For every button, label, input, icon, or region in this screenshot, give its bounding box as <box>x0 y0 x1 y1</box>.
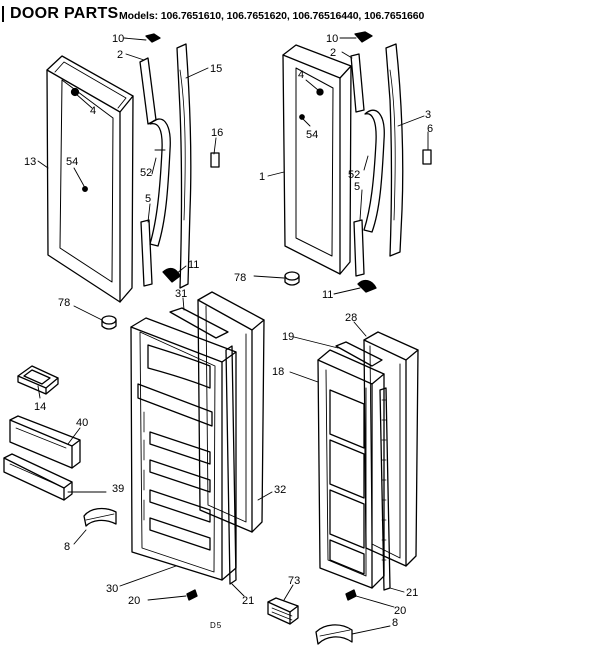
callout-78-left: 78 <box>58 297 70 309</box>
callout-1: 1 <box>259 171 265 183</box>
callout-20-right: 20 <box>394 605 406 617</box>
fresh-food-door-gasket <box>363 331 419 567</box>
callout-30: 30 <box>106 583 118 595</box>
ice-dispenser-cover <box>17 365 59 395</box>
freezer-door-trim-lower <box>140 219 153 287</box>
callout-19: 19 <box>282 331 294 343</box>
callout-11-right: 11 <box>322 289 333 301</box>
callout-16: 16 <box>211 127 223 139</box>
callout-4-right: 4 <box>298 69 304 81</box>
fresh-food-door-handle-trim-long <box>385 43 404 257</box>
callout-13: 13 <box>24 156 36 168</box>
callout-40: 40 <box>76 417 88 429</box>
callout-11-left: 11 <box>188 259 199 271</box>
callout-39: 39 <box>112 483 124 495</box>
callout-78-right: 78 <box>234 272 246 284</box>
freezer-door-handle-trim-long <box>176 43 192 289</box>
fresh-food-door-outer-panel <box>282 44 352 275</box>
callout-labels: 10 2 15 4 13 54 16 52 5 11 78 10 2 4 54 … <box>24 33 433 629</box>
fresh-food-door-liner <box>317 349 385 589</box>
callout-10-right: 10 <box>326 33 338 45</box>
freezer-door-handle <box>149 118 171 247</box>
hinge-cap-left <box>186 589 198 601</box>
freezer-door-clip <box>210 152 220 168</box>
callout-5-right: 5 <box>354 181 360 193</box>
callout-15: 15 <box>210 63 222 75</box>
fresh-food-door-clip <box>422 149 432 165</box>
freezer-door-hinge-bottom <box>162 267 181 283</box>
callout-2-left: 2 <box>117 49 123 61</box>
callout-14: 14 <box>34 401 46 413</box>
callout-4-left: 4 <box>90 105 96 117</box>
freezer-door-stop-left <box>101 315 117 325</box>
diagram-code: D5 <box>210 621 223 630</box>
dispenser-front-panel <box>9 415 81 469</box>
callout-54-left: 54 <box>66 156 78 168</box>
fresh-food-hinge-cap <box>345 589 357 601</box>
fresh-food-handle-cap <box>267 597 299 625</box>
callout-5-left: 5 <box>145 193 151 205</box>
callout-18: 18 <box>272 366 284 378</box>
diagram-title: DOOR PARTS <box>10 5 119 22</box>
header-corner-mark <box>2 6 4 22</box>
callout-52-right: 52 <box>348 169 360 181</box>
callout-52-left: 52 <box>140 167 152 179</box>
fresh-food-door-hinge-bottom <box>357 279 377 293</box>
fresh-food-door-handle <box>363 109 385 233</box>
diagram-header: DOOR PARTS Models: 106.7651610, 106.7651… <box>2 3 606 25</box>
freezer-door-outer-panel <box>46 55 134 303</box>
fresh-food-door-trim-lower <box>353 219 365 277</box>
callout-3: 3 <box>425 109 431 121</box>
fresh-food-door-handle-trim-top <box>350 31 373 113</box>
freezer-door-gasket <box>197 291 265 533</box>
leader-lines <box>37 37 429 635</box>
callout-21-right: 21 <box>406 587 418 599</box>
fresh-food-door-handle-end <box>315 624 353 645</box>
model-numbers: Models: 106.7651610, 106.7651620, 106.76… <box>119 10 425 22</box>
freezer-door-breaker-strip <box>169 307 237 585</box>
fresh-food-door-breaker-strip <box>335 341 391 591</box>
callout-21-left: 21 <box>242 595 254 607</box>
callout-8-right: 8 <box>392 617 398 629</box>
dispenser-trim-strip <box>3 453 73 501</box>
callout-20-left: 20 <box>128 595 140 607</box>
callout-54-right: 54 <box>306 129 318 141</box>
freezer-door-handle-trim-top <box>139 33 161 125</box>
callout-28: 28 <box>345 312 357 324</box>
fresh-food-door-stop <box>284 271 300 281</box>
freezer-door-handle-cap <box>83 507 117 527</box>
callout-2-right: 2 <box>330 47 336 59</box>
callout-8-left: 8 <box>64 541 70 553</box>
callout-32: 32 <box>274 484 286 496</box>
callout-31: 31 <box>175 288 187 300</box>
callout-6: 6 <box>427 123 433 135</box>
callout-73: 73 <box>288 575 300 587</box>
freezer-door-liner <box>130 317 237 581</box>
callout-10-left: 10 <box>112 33 124 45</box>
